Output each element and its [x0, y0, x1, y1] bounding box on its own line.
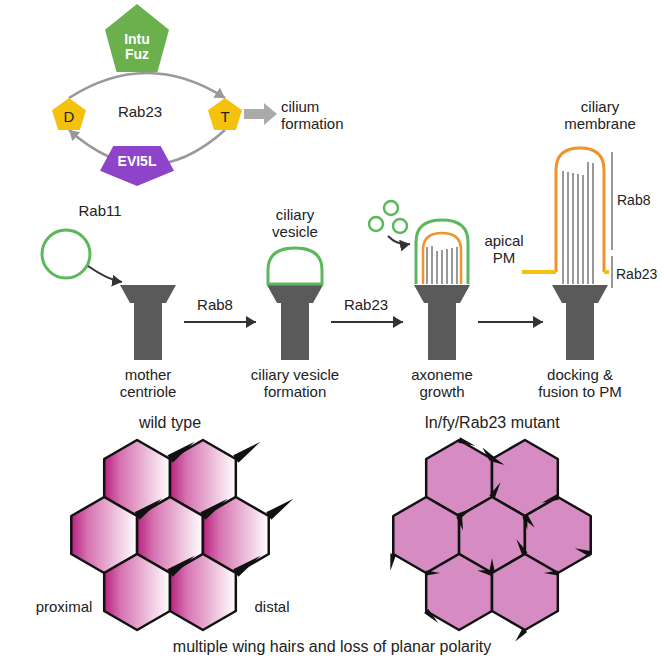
part-label: ciliary vesicle — [259, 206, 331, 241]
wing-hair — [390, 553, 396, 570]
microtubule — [456, 247, 458, 284]
stage-label: docking & fusion to PM — [532, 366, 628, 401]
wing-hair — [424, 609, 438, 623]
wing-hair — [544, 571, 558, 576]
microtubule — [441, 250, 443, 284]
rab-label: Rab8 — [190, 296, 240, 313]
centriole — [414, 285, 470, 360]
node-text: T — [220, 109, 229, 126]
wing-hair — [482, 448, 494, 461]
microtubule — [446, 249, 448, 284]
range-line — [611, 152, 613, 250]
wing-hair — [135, 499, 162, 520]
gap-protein: EVI5L — [100, 146, 174, 186]
node-outline — [105, 4, 169, 72]
wing-hair — [426, 571, 440, 576]
range-line — [611, 256, 613, 288]
node-outline — [52, 98, 86, 130]
step-arrow — [478, 321, 543, 323]
microtubule — [572, 173, 574, 284]
wing-hair — [200, 499, 227, 520]
step-arrow — [331, 321, 403, 323]
microtubule — [451, 248, 453, 284]
wing-hair — [167, 556, 194, 577]
node-text: Intu Fuz — [116, 32, 158, 63]
stage-label: mother centriole — [108, 366, 188, 401]
wing-hair — [489, 482, 500, 498]
step-arrow — [184, 321, 256, 323]
node-text: D — [64, 109, 75, 126]
wing-hair — [542, 494, 559, 503]
protein-complex: Intu Fuz — [105, 4, 169, 72]
curved-arrow — [388, 236, 410, 244]
curved-arrow — [88, 266, 122, 282]
gtp-state: T — [208, 98, 242, 130]
microtubule — [562, 171, 564, 284]
rab-label: Rab23 — [110, 103, 170, 120]
node-outline — [100, 146, 174, 186]
wing-hair — [233, 556, 260, 577]
small-vesicle — [393, 219, 407, 233]
small-vesicle — [384, 201, 398, 215]
gdp-state: D — [52, 98, 86, 130]
fat-arrow — [244, 103, 277, 125]
caption: multiple wing hairs and loss of planar p… — [52, 638, 612, 656]
wing-hair — [233, 442, 260, 463]
node-text: EVI5L — [118, 154, 157, 169]
axis-label: proximal — [24, 598, 104, 615]
small-vesicle — [369, 217, 383, 231]
ciliary-vesicle — [268, 248, 322, 284]
node-outline — [208, 98, 242, 130]
microtubule — [587, 162, 589, 284]
wing-cell — [104, 554, 170, 630]
rab-label: Rab8 — [617, 192, 663, 208]
centriole — [120, 285, 176, 360]
wing-cell — [426, 554, 492, 630]
microtubule — [567, 172, 569, 284]
wing-hair — [575, 548, 592, 557]
wing-hair — [516, 539, 527, 555]
wing-hair — [522, 516, 527, 530]
centriole — [552, 285, 608, 360]
apical-pm — [522, 270, 609, 274]
rab-label: Rab23 — [341, 296, 391, 313]
axis-label: distal — [242, 598, 302, 615]
stage-label: ciliary vesicle formation — [245, 366, 345, 401]
panel-title: In/fy/Rab23 mutant — [397, 414, 587, 432]
stage-label: axoneme growth — [402, 366, 482, 401]
rab-label: Rab11 — [70, 202, 130, 219]
wing-cell — [492, 554, 558, 630]
microtubule — [431, 246, 433, 284]
wing-hair — [266, 499, 293, 520]
vesicle-membrane — [416, 220, 468, 284]
panel-title: wild type — [100, 414, 240, 432]
centriole — [267, 285, 323, 360]
microtubule — [582, 175, 584, 284]
ciliary-membrane — [423, 233, 461, 284]
wing-hair — [456, 515, 463, 530]
microtubule — [426, 247, 428, 284]
microtubule — [592, 163, 594, 284]
cycle-arrow — [69, 73, 225, 98]
part-label: ciliary membrane — [560, 98, 640, 133]
wing-hair — [167, 442, 194, 463]
wing-hair — [458, 437, 475, 446]
microtubule — [577, 174, 579, 284]
rab11-vesicle — [42, 230, 90, 278]
microtubule — [436, 251, 438, 284]
wing-hair — [477, 570, 492, 576]
wing-hair — [515, 628, 527, 641]
part-label: apical PM — [478, 232, 530, 267]
rab-label: Rab23 — [616, 266, 662, 282]
outcome-label: cilium formation — [281, 98, 353, 133]
